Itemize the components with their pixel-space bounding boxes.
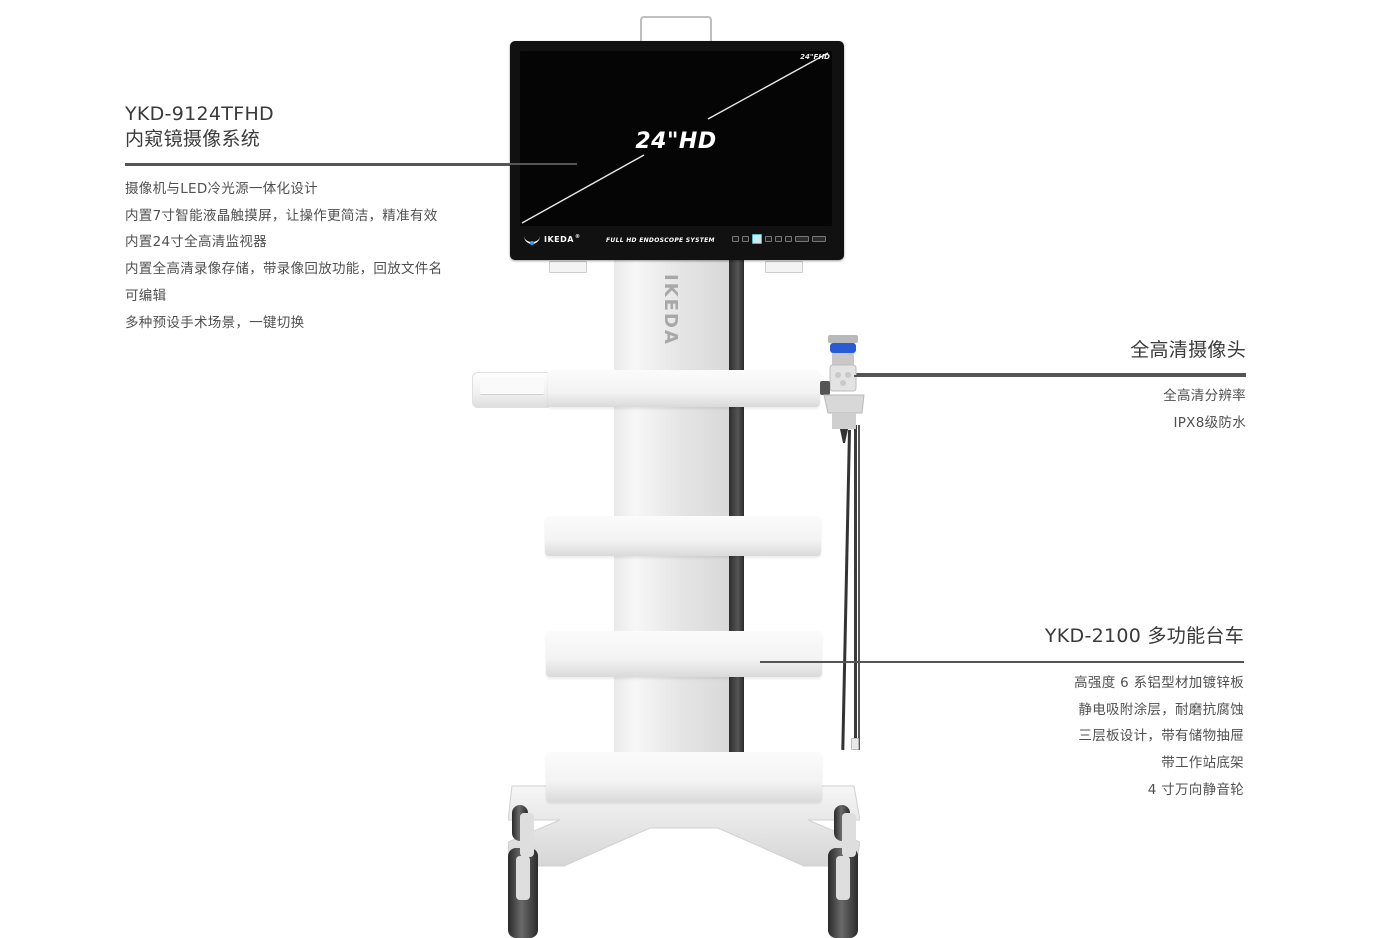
camera-spec-block: 全高清摄像头 全高清分辨率 IPX8级防水 <box>820 338 1246 436</box>
record-button-icon <box>785 236 792 242</box>
monitor-bracket-right <box>765 261 803 273</box>
camera-head-icon <box>820 335 865 443</box>
side-tray <box>472 372 552 408</box>
arrow-left-icon <box>742 236 749 242</box>
system-spec-block: YKD-9124TFHD 内窥镜摄像系统 摄像机与LED冷光源一体化设计 内置7… <box>125 102 585 336</box>
monitor-handle <box>640 16 712 46</box>
feature-item: 内置全高清录像存储，带录像回放功能，回放文件名 <box>125 261 443 278</box>
divider <box>854 373 1246 375</box>
menu-button-icon <box>752 234 762 244</box>
feature-item: IPX8级防水 <box>1173 414 1246 431</box>
feature-item: 内置7寸智能液晶触摸屏，让操作更简洁，精准有效 <box>125 207 438 224</box>
divider <box>125 164 577 166</box>
camera-cable <box>854 425 857 750</box>
camera-head <box>820 333 868 443</box>
leader-line-system <box>125 163 577 165</box>
caster-wheel-rear-left <box>512 805 534 857</box>
caster-wheel-rear-right <box>834 805 856 857</box>
screen-corner-tag: 24"FHD <box>800 53 830 61</box>
arrow-right-icon <box>765 236 772 242</box>
brand-logo: IKEDA ® <box>524 234 581 245</box>
monitor-screen: 24"HD 24"FHD <box>520 51 832 226</box>
caster-wheel-front-right <box>828 848 858 938</box>
shelf-bottom <box>546 752 822 802</box>
mode-button-icon <box>812 236 826 242</box>
brand-name: IKEDA <box>544 235 574 244</box>
system-feature-list: 摄像机与LED冷光源一体化设计 内置7寸智能液晶触摸屏，让操作更简洁，精准有效 … <box>125 176 585 336</box>
feature-item: 带工作站底架 <box>1161 755 1244 772</box>
feature-item: 全高清分辨率 <box>1163 388 1246 404</box>
monitor-bracket-left <box>549 261 587 273</box>
feature-item: 内置24寸全高清监视器 <box>125 234 267 251</box>
feature-item: 多种预设手术场景，一键切换 <box>125 314 305 331</box>
shelf-3 <box>546 631 822 677</box>
capture-button-icon <box>775 236 782 242</box>
cable-connector <box>851 738 859 750</box>
shelf-2 <box>545 516 821 556</box>
leader-line-camera <box>854 375 1246 377</box>
system-name: 内窥镜摄像系统 <box>125 128 261 150</box>
column-brand-text: IKEDA <box>660 274 681 346</box>
brand-mark-icon <box>524 236 540 245</box>
camera-cable <box>858 425 860 750</box>
power-button-icon <box>732 236 739 242</box>
brightness-button-icon <box>795 236 809 242</box>
feature-item: 摄像机与LED冷光源一体化设计 <box>125 181 318 197</box>
caster-wheel-front-left <box>508 848 538 938</box>
cart-column-rail <box>729 260 744 760</box>
feature-item: 可编辑 <box>125 287 167 304</box>
leader-line-cart <box>760 661 1244 663</box>
system-label: FULL HD ENDOSCOPE SYSTEM <box>606 237 715 244</box>
monitor: 24"HD 24"FHD IKEDA ® FULL HD ENDOSCOPE S… <box>510 41 844 260</box>
feature-item: 4 寸万向静音轮 <box>1147 781 1244 798</box>
feature-item: 三层板设计，带有储物抽屉 <box>1078 728 1244 745</box>
screen-size-label: 24"HD <box>635 129 717 154</box>
cart-title: YKD-2100 多功能台车 <box>1044 625 1244 647</box>
camera-title: 全高清摄像头 <box>1130 339 1246 361</box>
monitor-control-panel <box>732 234 826 244</box>
diagonal-line-icon <box>521 52 829 224</box>
cart-feature-list: 高强度 6 系铝型材加镀锌板 静电吸附涂层，耐磨抗腐蚀 三层板设计，带有储物抽屉… <box>760 670 1244 804</box>
registered-mark: ® <box>574 234 581 240</box>
cart-column: IKEDA <box>614 260 729 760</box>
feature-item: 静电吸附涂层，耐磨抗腐蚀 <box>1078 701 1244 718</box>
cart-spec-block: YKD-2100 多功能台车 高强度 6 系铝型材加镀锌板 静电吸附涂层，耐磨抗… <box>760 624 1244 804</box>
camera-feature-list: 全高清分辨率 IPX8级防水 <box>820 383 1246 436</box>
feature-item: 高强度 6 系铝型材加镀锌板 <box>1074 675 1244 691</box>
system-model: YKD-9124TFHD <box>125 103 274 125</box>
shelf-top <box>548 370 820 407</box>
